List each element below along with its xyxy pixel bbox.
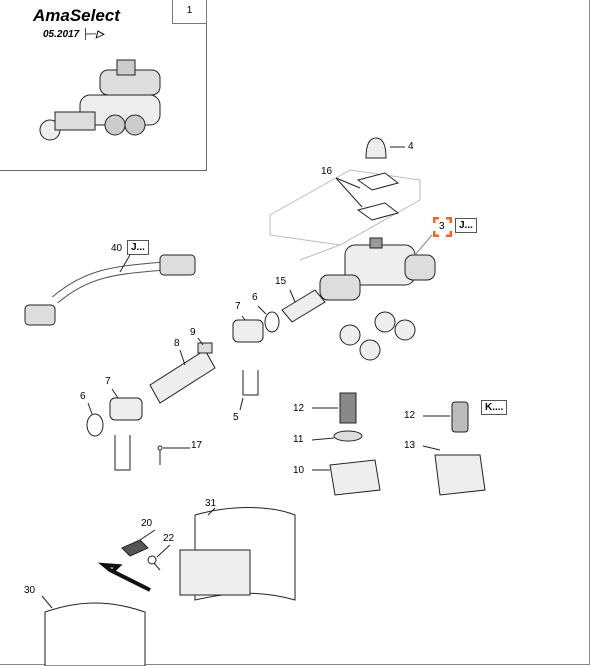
inset-date: 05.2017 ├─▷ [43, 29, 104, 40]
label-30[interactable]: 30 [24, 585, 36, 596]
overview-inset: AmaSelect 05.2017 ├─▷ 1 [0, 0, 207, 171]
label-40[interactable]: 40 [111, 243, 123, 254]
label-8[interactable]: 8 [174, 338, 180, 349]
date-text: 05.2017 [43, 29, 80, 40]
part-3-valve-block [319, 234, 436, 361]
ref-j-button[interactable]: J... [455, 218, 477, 233]
label-7[interactable]: 7 [105, 376, 111, 387]
inset-valve-assembly [39, 59, 161, 141]
inset-position-box[interactable]: 1 [172, 0, 207, 24]
label-6[interactable]: 6 [80, 391, 86, 402]
ref-j-button[interactable]: J... [127, 240, 149, 255]
label-10[interactable]: 10 [293, 465, 305, 476]
ghost-block [269, 169, 421, 261]
part-5-clip [242, 370, 259, 396]
label-12[interactable]: 12 [404, 410, 416, 421]
ref-k-button[interactable]: K.... [481, 400, 508, 415]
selected-part-marker[interactable]: 3 [432, 216, 453, 238]
inset-title: AmaSelect [33, 6, 120, 25]
label-6[interactable]: 6 [252, 292, 258, 303]
label-20[interactable]: 20 [141, 518, 153, 529]
part-4-cap [365, 137, 387, 159]
label-22[interactable]: 22 [163, 533, 175, 544]
part-6-oring [264, 311, 280, 333]
selection-corners-icon [432, 216, 453, 238]
part-7-fitting [232, 319, 264, 343]
label-31[interactable]: 31 [205, 498, 217, 509]
label-16[interactable]: 16 [321, 166, 333, 177]
label-13[interactable]: 13 [404, 440, 416, 451]
label-4[interactable]: 4 [408, 141, 414, 152]
arrow-icon [97, 562, 151, 592]
label-12[interactable]: 12 [293, 403, 305, 414]
part-30-shield [44, 602, 146, 666]
label-7[interactable]: 7 [235, 301, 241, 312]
label-3: 3 [439, 221, 445, 232]
label-17[interactable]: 17 [191, 440, 203, 451]
part-15-tube [281, 289, 326, 323]
label-15[interactable]: 15 [275, 276, 287, 287]
part-8-pipe [149, 349, 216, 404]
label-5[interactable]: 5 [233, 412, 239, 423]
diagram-frame [0, 0, 590, 665]
label-9[interactable]: 9 [190, 327, 196, 338]
part-13-nozzle-cap [434, 454, 486, 496]
part-9-clip [197, 342, 213, 354]
label-11[interactable]: 11 [293, 434, 304, 445]
arrow-right-icon: ├─▷ [81, 29, 104, 40]
part-10-nozzle-cap [329, 459, 381, 496]
